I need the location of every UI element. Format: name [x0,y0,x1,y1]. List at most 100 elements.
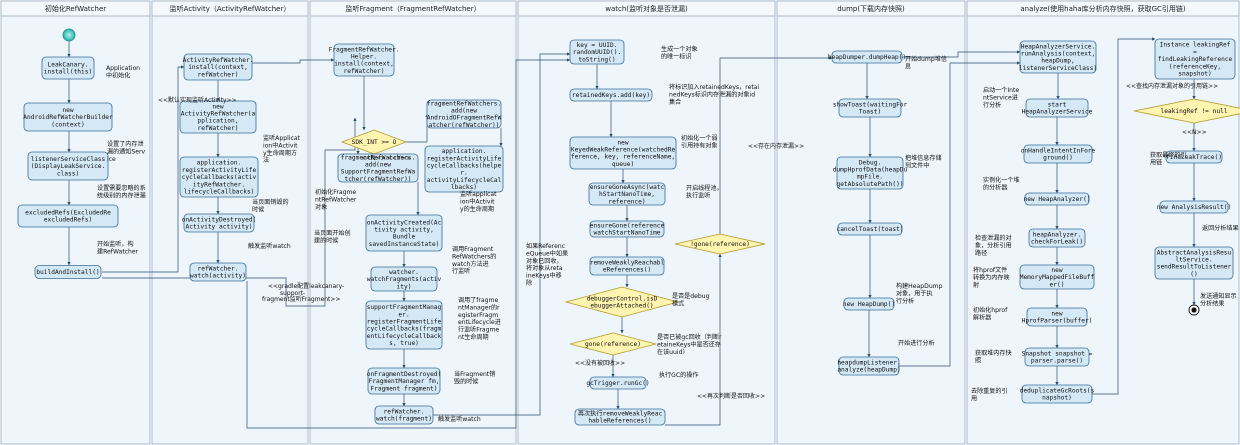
action-f9: onFragmentDestroyed(FragmentManager fm,F… [367,367,442,395]
node-text: new AnalysisResult() [1157,204,1232,211]
action-f10: refWatcher.watch(fragment) [374,405,434,425]
action-w2: retainedKeys.add(key) [569,88,653,102]
annotation-t9: 当页面开始创建的时候 [314,229,351,244]
edge-label-e6: <<Y>> [387,155,411,162]
node-text: new HeapDump() [843,301,895,308]
edge-label-e1: <<默认实现监听Activity>> [158,96,237,104]
action-w9: gcTrigger.runGc() [586,376,650,390]
node-text: key = UUID.randomUUID().toString() [573,42,621,63]
action-box [836,156,904,190]
connector-6 [102,65,185,273]
action-box [589,376,647,390]
action-a4: onActivityDestroyed(Activity activity) [182,213,256,233]
action-z4: new HeapAnalyzer() [1023,192,1091,206]
action-box [183,53,253,81]
node-text: onFragmentDestroyed(FragmentManager fm,F… [367,371,442,392]
node-text: new HeapAnalyzer() [1023,196,1090,203]
action-box [17,204,119,228]
lane-header [966,0,1240,17]
node-text: FragmentRefWatcher.Helper.install(contex… [329,46,400,75]
edge-label-e8: <<没有被回收>> [575,359,625,367]
node-text: LeakCanary.install(this) [44,62,92,76]
annotation-t23: 开始dump堆信息 [905,55,947,70]
start-node [62,28,76,42]
lane-header [0,0,151,17]
lane-header [151,0,309,17]
lane-header [776,0,966,17]
node-text: heapAnalyzer.checkForLeak() [1031,232,1083,246]
action-box [589,256,665,276]
edge-label-e11: <<N>> [1182,129,1207,136]
action-z1: HeapAnalyzerService.runAnalysis(context,… [1019,40,1097,74]
action-box [1159,200,1229,214]
edge-label-e3: support- [280,290,305,297]
decision-shape [674,233,766,255]
connector-23 [246,58,571,429]
annotation-t21: 执行GC的操作 [659,371,698,379]
node-text: findLeakTrace() [1166,154,1222,161]
edge-label-e4: fragment监听Fragment>> [262,295,340,303]
action-box [179,156,259,198]
annotation-t3: 设置需要忽略的系统级别的内存泄漏 [97,184,146,199]
connector-35 [902,50,1021,58]
connector-33 [665,253,722,426]
node-text: retainedKeys.add(key) [572,92,650,99]
lane-title: 监听Activity（ActivityRefWatcher） [170,4,291,13]
action-box [23,102,113,132]
action-box [1023,144,1093,164]
swimlane-l5: dump(下载内存快照) [776,0,966,445]
lane-header [517,0,776,17]
annotation-t26: 开始进行分析 [898,339,935,347]
action-box [1024,192,1090,206]
node-text: gcTrigger.runGc() [586,380,649,387]
action-box [831,50,903,64]
annotation-t34: 获取最终的引用链 [1150,151,1187,166]
action-d1: heapDumper.dumpHeap() [828,50,906,64]
action-w1: key = UUID.randomUUID().toString() [569,39,625,65]
action-box [569,39,625,65]
annotation-t13: 当Fragment销毁的时候 [454,370,495,385]
decision-w11: !gone(reference) [674,233,766,255]
node-text: ActivityRefWatcher.install(context,refWa… [183,57,254,78]
action-box [426,99,502,129]
action-box [1154,246,1234,280]
action-z8: Snapshot snapshot =parser.parse() [1022,347,1093,367]
node-text: Snapshot snapshot =parser.parse() [1022,351,1093,365]
action-box [337,153,419,183]
annotation-t7: 触发监听watch [248,242,291,250]
action-box [588,182,666,206]
decision-z11: leakingRef != null [1133,98,1240,124]
node-text: Instance leakingRef=findLeakingReference… [1158,42,1233,78]
connector-50 [1092,37,1156,395]
action-a5: refWatcher.watch(activity) [189,262,247,282]
